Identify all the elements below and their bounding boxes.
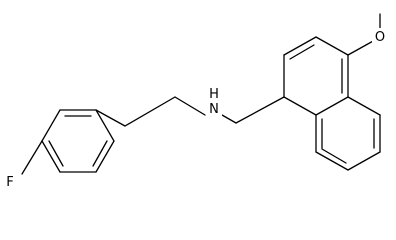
bond-inner xyxy=(48,140,64,167)
bond xyxy=(315,151,349,171)
atom-labels: H N O F xyxy=(3,28,388,190)
bond xyxy=(315,96,349,116)
bond-inner xyxy=(289,44,315,60)
ether-o-label: O xyxy=(375,30,385,45)
bond xyxy=(235,96,285,124)
fluorine-label: F xyxy=(6,175,13,190)
molecule-structure: H N O F xyxy=(3,13,388,190)
bond xyxy=(41,140,61,173)
bond-inner xyxy=(92,140,108,167)
bond xyxy=(21,140,43,175)
bond xyxy=(41,109,61,142)
bond xyxy=(124,96,176,127)
bond xyxy=(174,96,206,116)
bond xyxy=(95,109,126,127)
amine-h-label: H xyxy=(209,87,219,102)
bond xyxy=(347,96,381,116)
bond xyxy=(95,140,115,173)
bond xyxy=(283,96,317,116)
amine-n-label: N xyxy=(209,102,219,117)
bond xyxy=(347,151,381,171)
bond xyxy=(347,39,376,56)
bond xyxy=(95,109,115,142)
bond-inner xyxy=(321,148,347,164)
bond xyxy=(315,36,349,56)
bond xyxy=(221,114,237,124)
bond xyxy=(283,36,317,56)
bonds xyxy=(21,13,381,175)
